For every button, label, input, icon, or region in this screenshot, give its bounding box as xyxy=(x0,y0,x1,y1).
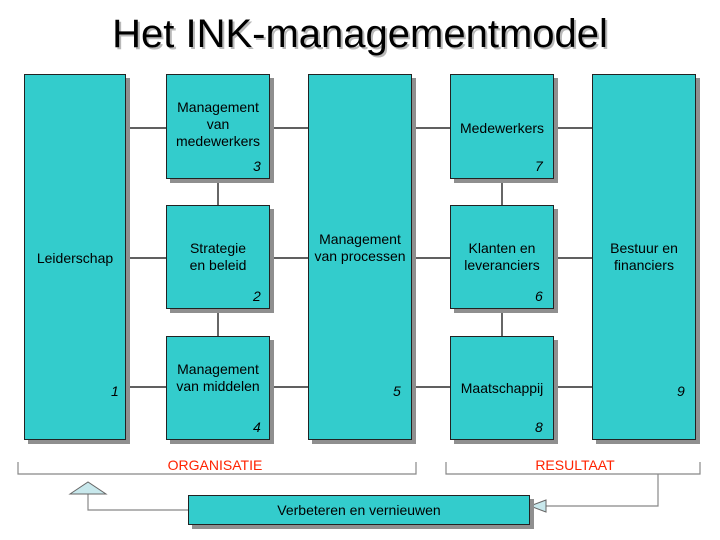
box-label: Bestuur en financiers xyxy=(610,240,678,273)
box-number: 2 xyxy=(253,288,261,304)
box-number: 6 xyxy=(535,288,543,304)
group-label-resultaat: RESULTAAT xyxy=(535,457,615,473)
box-management-medewerkers: Management van medewerkers 3 xyxy=(166,74,270,179)
box-label: Management van processen xyxy=(314,231,406,264)
box-number: 4 xyxy=(253,419,261,435)
box-klanten-leveranciers: Klanten en leveranciers 6 xyxy=(450,205,554,309)
box-medewerkers: Medewerkers 7 xyxy=(450,74,554,179)
box-label: Strategie en beleid xyxy=(189,240,247,273)
box-number: 1 xyxy=(111,383,119,399)
box-label: Maatschappij xyxy=(460,380,544,396)
box-strategie-beleid: Strategie en beleid 2 xyxy=(166,205,270,309)
arrow-left-icon xyxy=(528,499,547,513)
box-number: 3 xyxy=(253,158,261,174)
resultaat-bracket xyxy=(445,462,701,475)
box-label: Medewerkers xyxy=(459,120,545,136)
group-label-organisatie: ORGANISATIE xyxy=(167,457,263,473)
box-number: 7 xyxy=(535,158,543,174)
box-management-processen: Management van processen 5 xyxy=(308,74,412,440)
arrow-up-icon xyxy=(68,481,108,495)
box-management-middelen: Management van middelen 4 xyxy=(166,336,270,440)
box-number: 9 xyxy=(677,383,685,399)
box-label: Klanten en leveranciers xyxy=(464,240,540,273)
box-number: 5 xyxy=(393,383,401,399)
box-verbeteren-vernieuwen: Verbeteren en vernieuwen xyxy=(188,495,530,525)
box-maatschappij: Maatschappij 8 xyxy=(450,336,554,440)
box-label: Management van medewerkers xyxy=(175,99,261,149)
organisatie-bracket xyxy=(17,462,417,475)
box-number: 8 xyxy=(535,419,543,435)
box-leiderschap: Leiderschap 1 xyxy=(24,74,126,440)
box-label: Management van middelen xyxy=(176,361,260,394)
page-title: Het INK-managementmodel xyxy=(112,12,608,56)
box-bestuur-financiers: Bestuur en financiers 9 xyxy=(592,74,696,440)
box-label: Leiderschap xyxy=(36,250,114,266)
